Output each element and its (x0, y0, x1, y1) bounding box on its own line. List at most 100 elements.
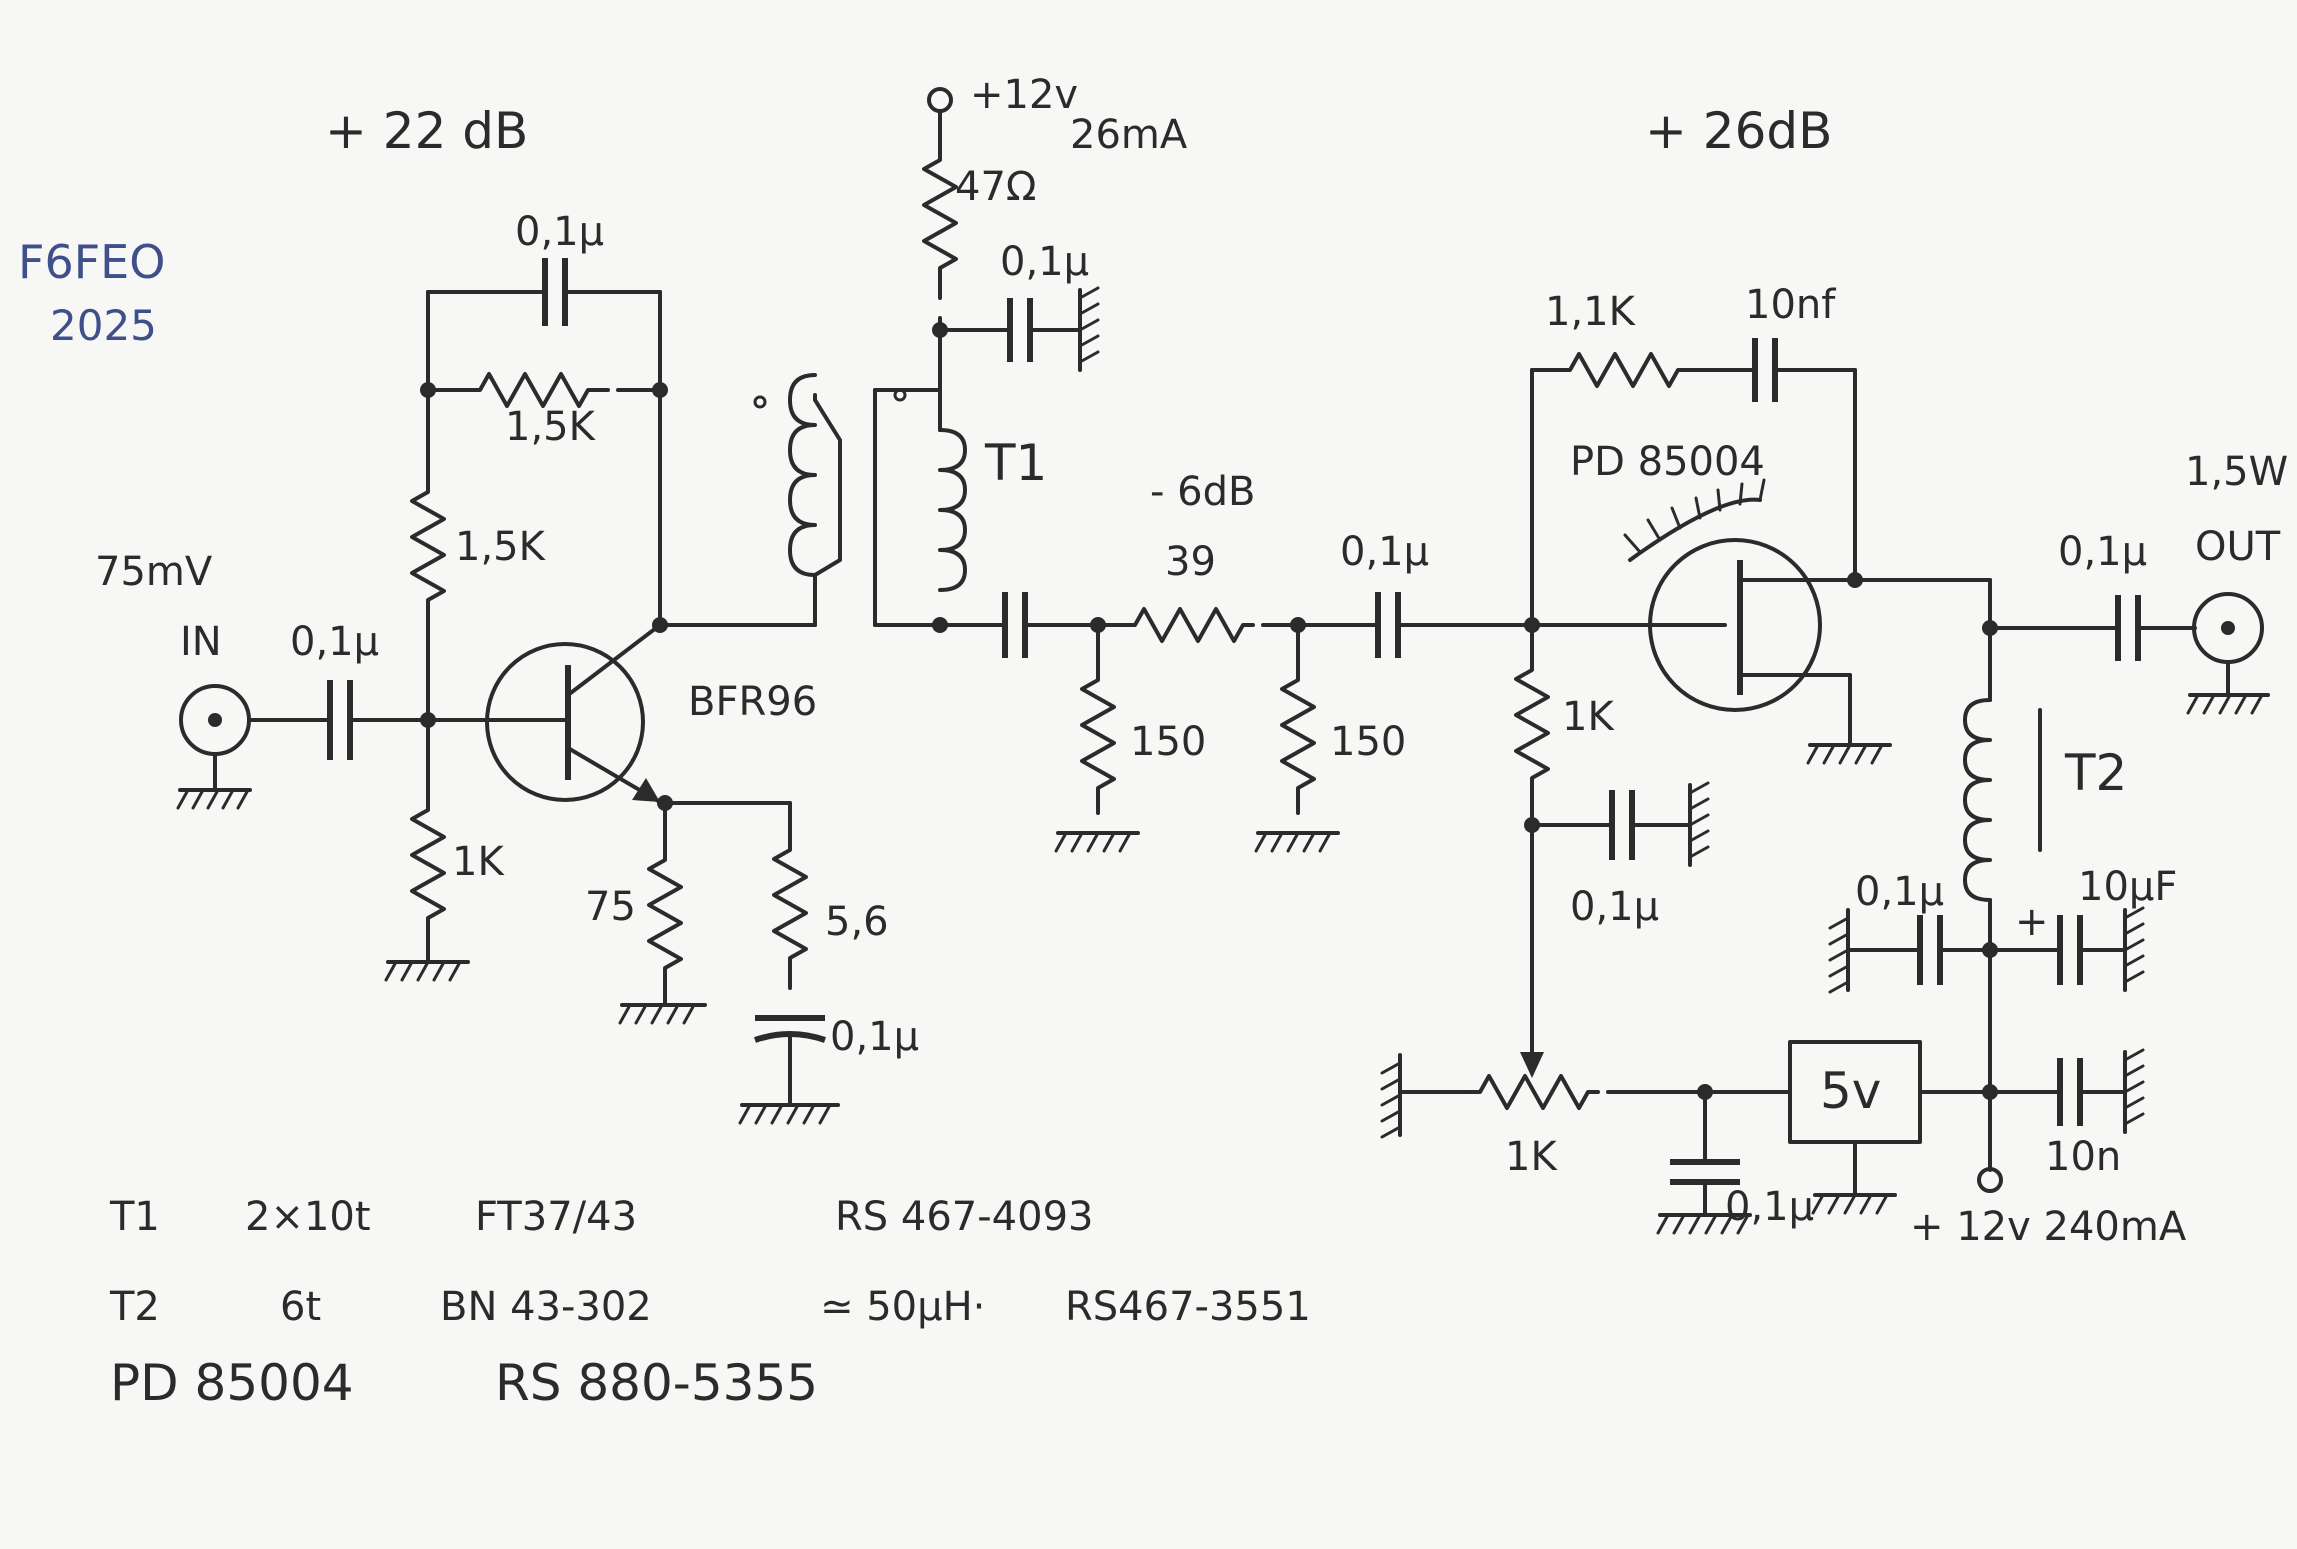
regulator-label: 5v (1820, 1062, 1881, 1120)
resistor-bias-bottom (410, 798, 446, 940)
resistor-emitter-75 (647, 848, 683, 990)
note-t1-ref: RS 467-4093 (835, 1194, 1093, 1240)
r-feedback-2-label: 1,1K (1545, 289, 1637, 335)
supply2-terminal (1977, 1167, 2003, 1193)
ground-gate-cap (1688, 781, 1710, 867)
ground-dec-1 (1828, 908, 1850, 994)
ground-shunt-1 (1054, 831, 1140, 853)
choke-t2 (1963, 698, 2042, 902)
capacitor-decouple-a (1917, 915, 1943, 985)
c-feedback-2-label: 10nf (1745, 282, 1836, 328)
c-dec-3-label: 10n (2045, 1134, 2121, 1180)
resistor-feedback-2 (1558, 352, 1710, 388)
note-t2-spec: 6t (280, 1284, 321, 1330)
ground-decouple-1 (1078, 286, 1100, 372)
resistor-feedback (468, 372, 610, 408)
note-t2-extra: ≃ 50µH· (820, 1284, 985, 1330)
author-callsign: F6FEO (18, 235, 165, 289)
note-pd-ref: RS 880-5355 (495, 1354, 818, 1412)
input-connector (176, 684, 252, 810)
c-out-label: 0,1µ (2058, 529, 2147, 575)
note-t1-core: FT37/43 (475, 1194, 637, 1240)
r-series-label: 39 (1165, 539, 1216, 585)
r-emitter-ac-label: 5,6 (825, 899, 889, 945)
c-stage2-in-label: 0,1µ (1340, 529, 1429, 575)
capacitor-electrolytic (2057, 915, 2083, 985)
resistor-shunt-1 (1080, 668, 1116, 815)
input-level-label: 75mV (95, 549, 213, 595)
t1-label: T1 (984, 434, 1047, 492)
c-emitter-label: 0,1µ (830, 1014, 919, 1060)
r-shunt-1-label: 150 (1130, 719, 1206, 765)
capacitor-decouple-1 (1007, 298, 1033, 362)
note-t2-ref: RS467-3551 (1065, 1284, 1311, 1330)
resistor-shunt-2 (1280, 668, 1316, 815)
capacitor-attenuator-in (1002, 592, 1028, 658)
capacitor-decouple-c (2057, 1058, 2083, 1126)
capacitor-stage2-in (1375, 592, 1401, 658)
choke-label: T2 (2064, 744, 2127, 802)
note-t1-spec: 2×10t (245, 1194, 371, 1240)
supply1-terminal (927, 87, 953, 113)
capacitor-c-in (327, 680, 353, 760)
c-in-label: 0,1µ (290, 619, 379, 665)
r-gate-label: 1K (1562, 694, 1615, 740)
capacitor-feedback-2 (1752, 338, 1778, 402)
note-t2-part: T2 (109, 1284, 160, 1330)
transistor2-label: PD 85004 (1570, 439, 1765, 485)
capacitor-gate (1609, 790, 1635, 860)
r-shunt-2-label: 150 (1330, 719, 1406, 765)
capacitor-output (2115, 595, 2141, 661)
parts-notes: T1 2×10t FT37/43 RS 467-4093 T2 6t BN 43… (109, 1194, 1311, 1412)
author-stamp: F6FEO 2025 (18, 235, 165, 350)
transistor-bfr96 (426, 623, 662, 804)
output-connector (2186, 592, 2270, 715)
r-dropper-label: 47Ω (955, 164, 1036, 210)
r-emitter-label: 75 (585, 884, 636, 930)
c-decouple-1-label: 0,1µ (1000, 239, 1089, 285)
note-t2-core: BN 43-302 (440, 1284, 652, 1330)
heatsink-icon (1623, 478, 1766, 562)
r-feedback-label: 1,5K (505, 404, 597, 450)
ground-shunt-2 (1254, 831, 1340, 853)
transformer-t1-primary (788, 373, 842, 577)
ground-reg-cap (1656, 1213, 1752, 1235)
supply2-label: + 12v 240mA (1910, 1204, 2187, 1250)
electrolytic-plus: + (2015, 899, 2049, 945)
transistor-pd85004 (1530, 538, 1857, 747)
c-dec-1-label: 0,1µ (1855, 869, 1944, 915)
resistor-bias-top (410, 478, 446, 626)
pot-wiper-arrow (1520, 1052, 1544, 1078)
ground-dec-3 (2123, 1048, 2145, 1134)
transistor1-label: BFR96 (688, 679, 817, 725)
note-pd-part: PD 85004 (110, 1354, 354, 1412)
resistor-emitter-5-6 (772, 838, 808, 990)
potentiometer (1468, 1074, 1600, 1110)
supply1-voltage: +12v (970, 72, 1078, 118)
input-label: IN (180, 619, 222, 665)
c-gate-label: 0,1µ (1570, 884, 1659, 930)
capacitor-feedback (542, 258, 568, 326)
pot-label: 1K (1505, 1134, 1558, 1180)
ground-source (1806, 743, 1892, 765)
r-bias-bottom-label: 1K (452, 839, 505, 885)
resistor-gate (1514, 658, 1550, 800)
ground-pot (1380, 1053, 1402, 1139)
ground-bias (384, 960, 470, 982)
c-reg-label: 0,1µ (1725, 1184, 1814, 1230)
ground-emitter (618, 1003, 707, 1025)
stage2-gain-label: + 26dB (1645, 102, 1832, 160)
output-label: OUT (2195, 524, 2281, 570)
t1-dot-primary (753, 395, 767, 409)
stage1-gain-label: + 22 dB (325, 102, 528, 160)
ground-emitter-ac (738, 1103, 840, 1125)
resistor-dropper (922, 148, 958, 300)
author-year: 2025 (50, 301, 157, 350)
transformer-t1-secondary (938, 428, 967, 592)
attenuator-loss-label: - 6dB (1150, 469, 1255, 515)
output-power-label: 1,5W (2185, 449, 2288, 495)
supply1-current: 26mA (1070, 112, 1188, 158)
capacitor-regulator (1670, 1159, 1740, 1185)
resistor-series-39 (1123, 607, 1255, 643)
